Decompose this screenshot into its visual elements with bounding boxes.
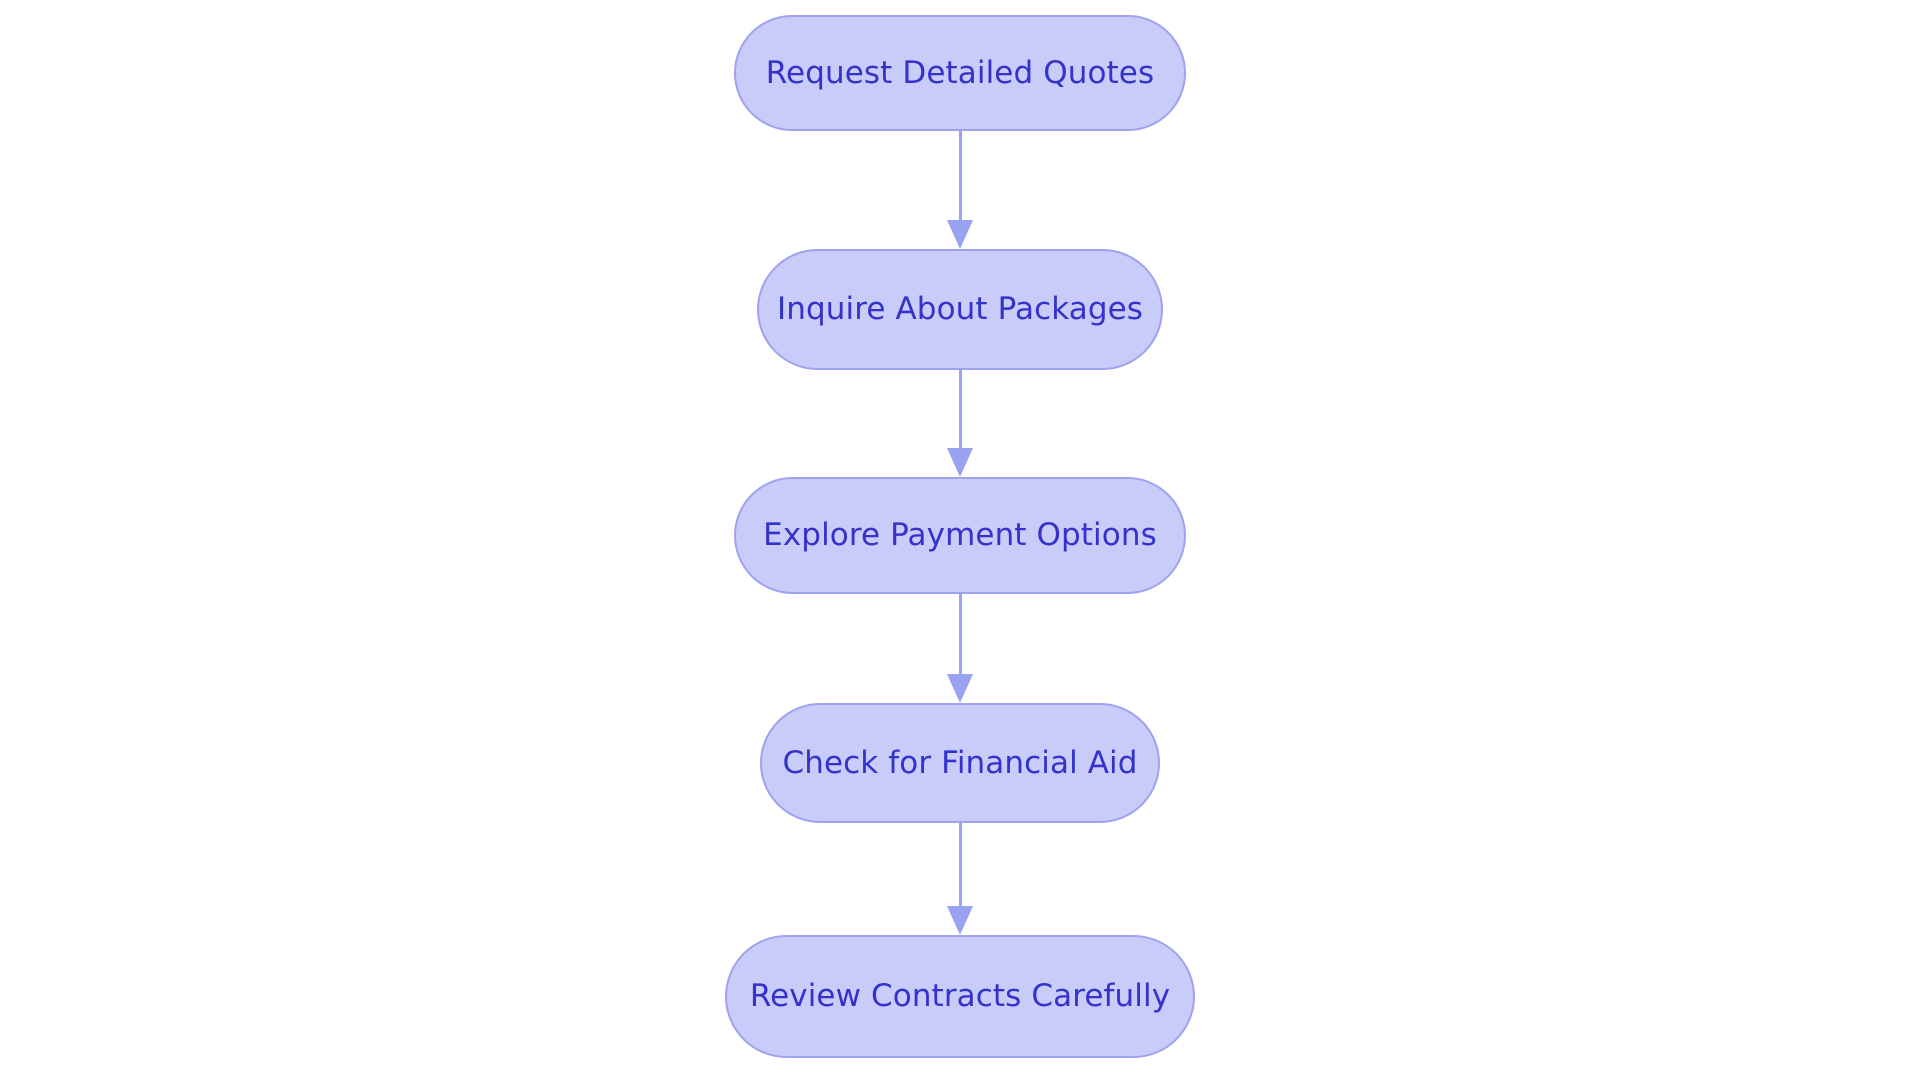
flow-node-label: Check for Financial Aid [782, 744, 1138, 781]
flow-node-review-contracts-carefully[interactable]: Review Contracts Carefully [725, 935, 1195, 1058]
connector-line [958, 823, 962, 907]
flow-node-label: Request Detailed Quotes [765, 54, 1155, 91]
flow-node-explore-payment-options[interactable]: Explore Payment Options [734, 477, 1186, 594]
connector-line [958, 370, 962, 449]
flow-connector-arrow-1 [945, 131, 975, 249]
arrow-down-icon [947, 220, 973, 249]
flow-node-label: Explore Payment Options [763, 517, 1157, 554]
flow-node-check-for-financial-aid[interactable]: Check for Financial Aid [760, 703, 1160, 823]
connector-line [958, 594, 962, 675]
flow-connector-arrow-4 [945, 823, 975, 935]
flow-node-label: Inquire About Packages [776, 291, 1144, 328]
flow-node-label: Review Contracts Carefully [749, 978, 1171, 1015]
connector-line [958, 131, 962, 221]
arrow-down-icon [947, 674, 973, 703]
arrow-down-icon [947, 906, 973, 935]
flow-connector-arrow-2 [945, 370, 975, 477]
flow-node-request-detailed-quotes[interactable]: Request Detailed Quotes [734, 15, 1186, 131]
flow-connector-arrow-3 [945, 594, 975, 703]
arrow-down-icon [947, 448, 973, 477]
flow-node-inquire-about-packages[interactable]: Inquire About Packages [757, 249, 1163, 370]
